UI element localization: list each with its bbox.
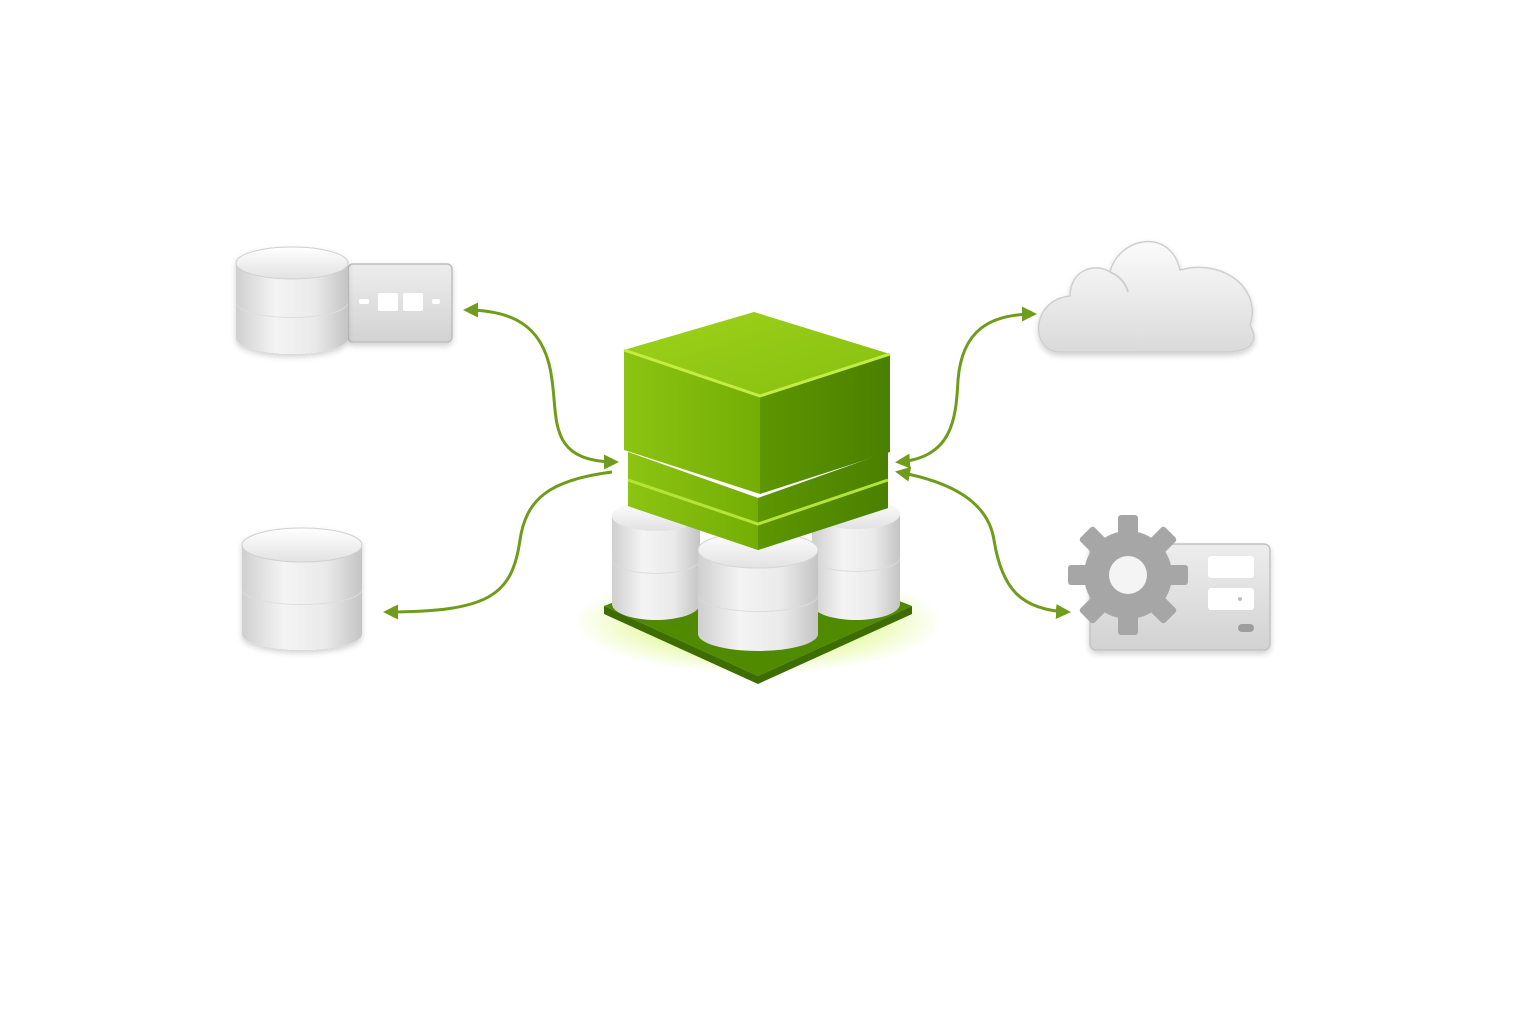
connector-hub-to-database bbox=[383, 470, 613, 620]
connectors bbox=[383, 302, 1071, 620]
connector-hub-to-cloud bbox=[895, 306, 1037, 469]
database-node bbox=[241, 527, 363, 650]
connector-hub-to-settings-server bbox=[895, 466, 1071, 619]
cloud-icon bbox=[1038, 240, 1255, 353]
database-with-server-panel-icon bbox=[235, 246, 453, 354]
green-cube-on-database-cluster-icon bbox=[573, 312, 943, 684]
gear-icon bbox=[1068, 515, 1188, 635]
cloud-node bbox=[1038, 240, 1255, 353]
settings-server-node bbox=[1068, 515, 1271, 651]
connector-hub-to-database-appliance bbox=[463, 302, 619, 470]
gear-with-server-panel-icon bbox=[1068, 515, 1271, 651]
database-appliance-node bbox=[235, 246, 453, 354]
database-icon bbox=[241, 527, 363, 650]
central-hub-node bbox=[573, 312, 943, 684]
cube-right-face bbox=[760, 354, 890, 494]
